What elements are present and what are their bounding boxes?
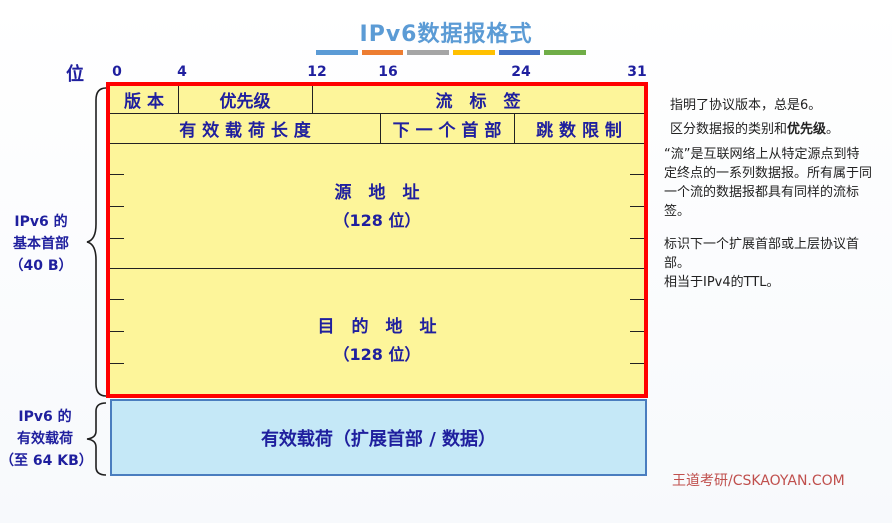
bit-axis-label: 位 <box>66 64 84 85</box>
accent-bar <box>361 50 404 55</box>
side-label-line: （至 64 KB） <box>0 453 93 469</box>
note-flow-label: “流”是互联网络上从特定源点到特定终点的一系列数据报。所有属于同一个流的数据报都… <box>664 147 873 219</box>
bit-tick: 4 <box>177 64 187 80</box>
word-notch <box>110 174 124 175</box>
bit-tick: 12 <box>307 64 327 80</box>
note-priority-end: 。 <box>826 122 840 137</box>
divider <box>380 114 381 143</box>
word-notch <box>630 174 644 175</box>
credit-text: 王道考研/CSKAOYAN.COM <box>672 473 845 489</box>
field-source-address: 源 地 址 <box>334 182 420 203</box>
side-label-line: IPv6 的 <box>14 214 68 230</box>
note-version: 指明了协议版本，总是6。 <box>670 98 822 113</box>
ipv6-payload: 有效载荷（扩展首部 / 数据） <box>110 399 647 476</box>
note-priority-text: 区分数据报的类别和 <box>670 122 788 137</box>
divider <box>514 114 515 143</box>
field-destination-address: 目 的 地 址 <box>317 316 437 337</box>
bit-tick: 16 <box>378 64 398 80</box>
field-next-header: 下 一 个 首 部 <box>392 121 502 141</box>
word-notch <box>630 238 644 239</box>
title-accent-bars <box>316 50 587 56</box>
field-version: 版 本 <box>124 92 164 112</box>
divider <box>178 86 179 113</box>
accent-bar <box>407 50 450 55</box>
divider <box>110 143 644 144</box>
field-flow-label: 流 标 签 <box>435 92 521 112</box>
word-notch <box>110 299 124 300</box>
field-hop-limit: 跳 数 限 制 <box>536 121 622 141</box>
base-header-brace <box>86 87 107 397</box>
word-notch <box>630 206 644 207</box>
word-notch <box>110 206 124 207</box>
field-destination-address-bits: （128 位） <box>333 345 421 364</box>
bit-tick: 31 <box>627 64 647 80</box>
field-source-address-bits: （128 位） <box>333 211 421 230</box>
accent-bar <box>498 50 541 55</box>
accent-bar <box>544 50 587 55</box>
accent-bar <box>453 50 495 55</box>
word-notch <box>630 299 644 300</box>
bit-tick: 24 <box>511 64 531 80</box>
word-notch <box>630 363 644 364</box>
field-priority: 优先级 <box>219 92 271 112</box>
side-label-line: 基本首部 <box>13 236 69 252</box>
field-payload-length: 有 效 载 荷 长 度 <box>179 121 311 141</box>
note-priority-bold: 优先级 <box>787 122 827 137</box>
accent-bar <box>316 50 358 55</box>
divider <box>312 86 313 113</box>
word-notch <box>110 363 124 364</box>
divider <box>110 113 644 114</box>
word-notch <box>110 238 124 239</box>
note-hop-limit: 相当于IPv4的TTL。 <box>664 275 780 290</box>
divider <box>110 268 644 269</box>
page-title: IPv6数据报格式 <box>359 22 533 47</box>
bit-tick: 0 <box>112 64 122 80</box>
base-header-label: IPv6 的 基本首部 （40 B） <box>0 211 82 277</box>
note-priority: 区分数据报的类别和优先级。 <box>670 120 885 139</box>
side-label-line: 有效载荷 <box>17 431 73 447</box>
word-notch <box>110 331 124 332</box>
side-label-line: IPv6 的 <box>18 409 72 425</box>
note-next-header: 标识下一个扩展首部或上层协议首部。 <box>664 237 860 271</box>
ipv6-base-header: 版 本 优先级 流 标 签 有 效 载 荷 长 度 下 一 个 首 部 跳 数 … <box>106 82 648 398</box>
payload-brace <box>86 402 107 476</box>
word-notch <box>630 331 644 332</box>
payload-label: IPv6 的 有效载荷 （至 64 KB） <box>0 406 93 472</box>
side-label-line: （40 B） <box>9 258 73 274</box>
